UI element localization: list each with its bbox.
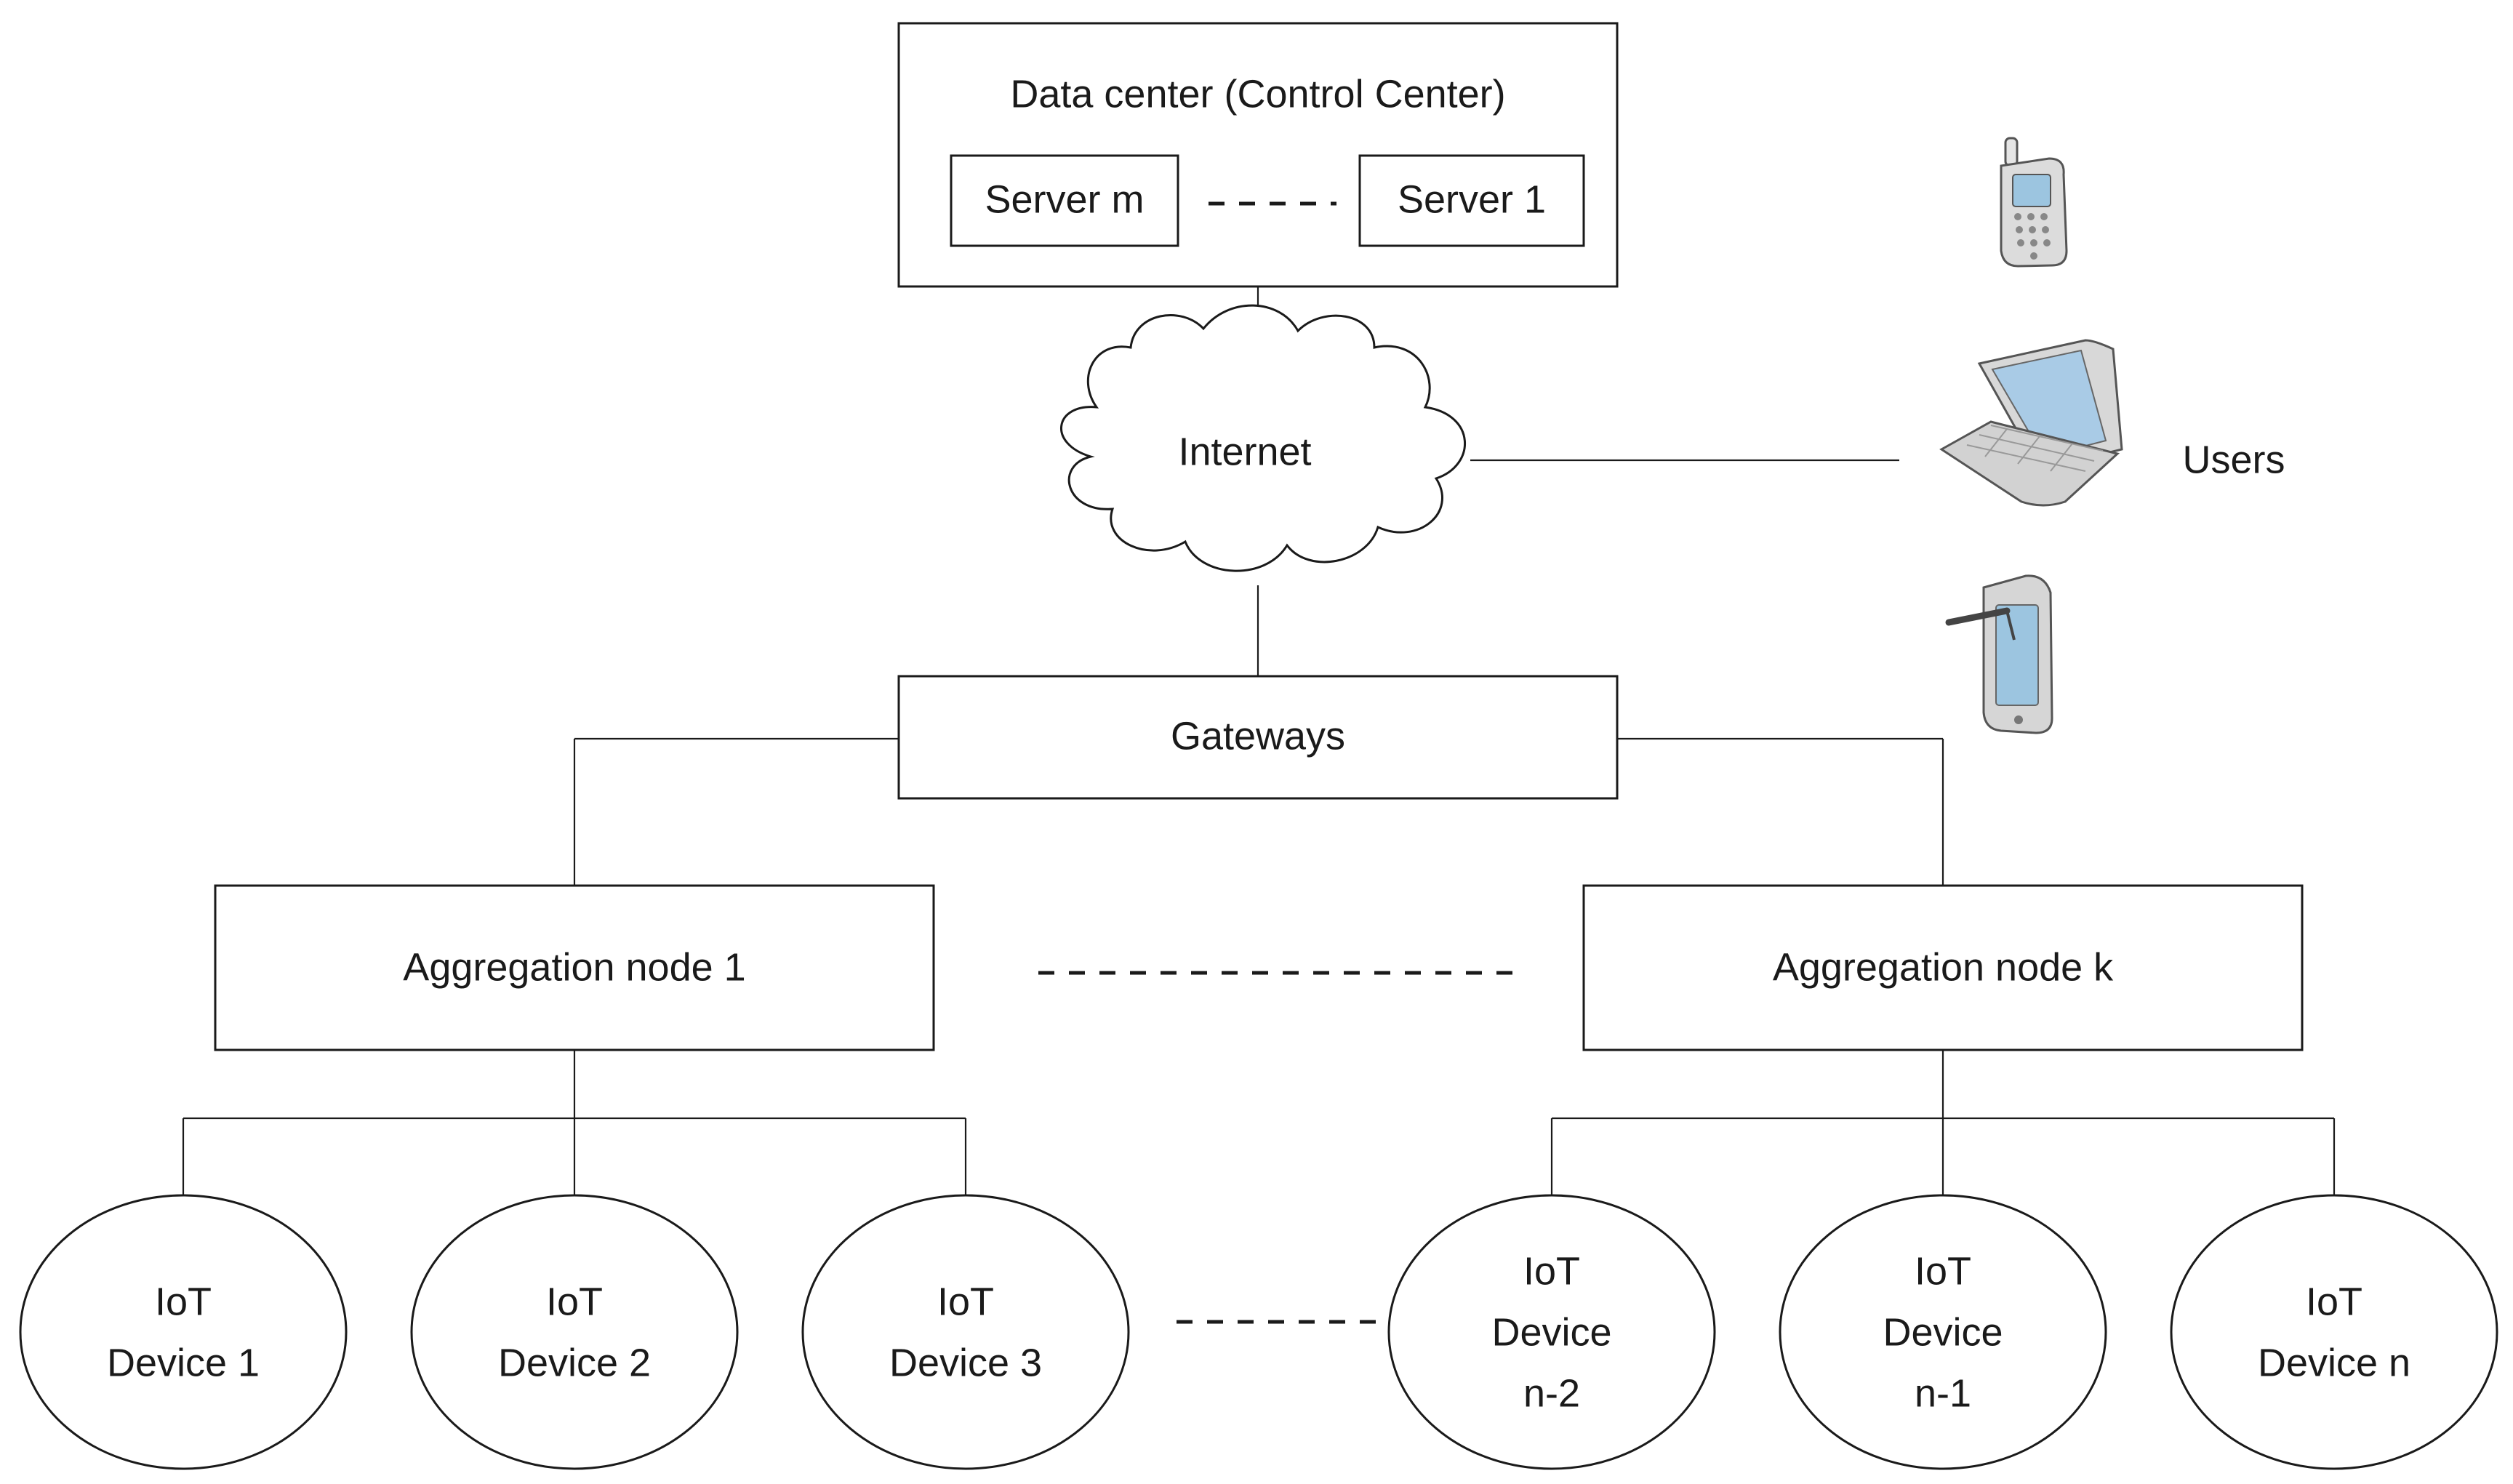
laptop-icon (1939, 339, 2123, 507)
gateways-box (897, 675, 1619, 800)
iot-device-n-1-line-3: n-1 (1915, 1371, 1971, 1415)
aggregation-node-1-box (214, 884, 935, 1051)
mobile-phone-icon (2000, 137, 2068, 268)
iot-device-n-line-2: Device n (2258, 1341, 2410, 1384)
iot-device-n-1-line-1: IoT (1915, 1249, 1971, 1293)
internet-cloud (1060, 304, 1467, 572)
internet-label: Internet (1178, 430, 1311, 473)
iot-device-1 (19, 1194, 348, 1470)
server-m-box (950, 154, 1179, 247)
iot-device-n-2-line-1: IoT (1523, 1249, 1580, 1293)
aggregation-node-k-label: Aggregation node k (1773, 945, 2114, 989)
iot-device-2-line-1: IoT (546, 1280, 603, 1323)
aggregation-node-1-label: Aggregation node 1 (403, 945, 745, 989)
server-1-box (1358, 154, 1585, 247)
iot-device-3 (801, 1194, 1130, 1470)
iot-device-n (2170, 1194, 2498, 1470)
server-1-label: Server 1 (1398, 177, 1546, 221)
server-m-label: Server m (985, 177, 1144, 221)
iot-device-n-line-1: IoT (2306, 1280, 2362, 1323)
gateways-label: Gateways (1171, 714, 1345, 758)
iot-device-n-2 (1387, 1194, 1716, 1470)
aggregation-node-k-box (1582, 884, 2304, 1051)
iot-device-3-line-2: Device 3 (889, 1341, 1042, 1384)
users-label: Users (2182, 438, 2285, 481)
iot-device-2-line-2: Device 2 (498, 1341, 651, 1384)
iot-device-n-1-line-2: Device (1883, 1310, 2003, 1354)
iot-device-1-line-2: Device 1 (107, 1341, 260, 1384)
tablet-icon (1945, 574, 2053, 734)
iot-device-2 (410, 1194, 739, 1470)
iot-device-n-2-line-2: Device (1491, 1310, 1611, 1354)
iot-device-n-2-line-3: n-2 (1523, 1371, 1580, 1415)
iot-device-n-1 (1779, 1194, 2107, 1470)
iot-device-1-line-1: IoT (155, 1280, 212, 1323)
iot-device-3-line-1: IoT (937, 1280, 994, 1323)
data-center-title: Data center (Control Center) (1010, 72, 1505, 116)
